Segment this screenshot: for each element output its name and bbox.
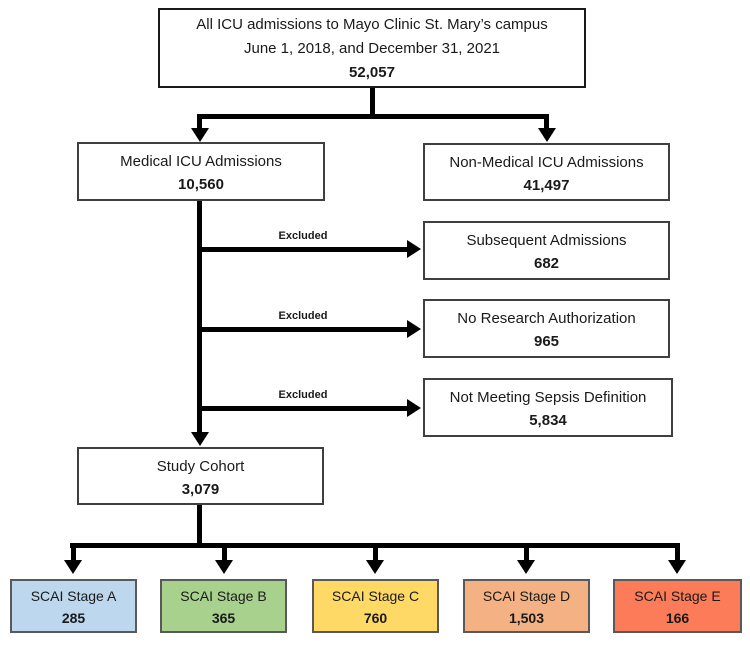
node-scai-stage-e: SCAI Stage E 166 bbox=[613, 579, 742, 633]
node-study-cohort: Study Cohort 3,079 bbox=[77, 447, 324, 505]
node-no-research-authorization: No Research Authorization 965 bbox=[423, 299, 670, 358]
connector-row2-left-stub bbox=[197, 114, 202, 128]
arrowhead-exclusion-3 bbox=[407, 399, 421, 417]
node-label: SCAI Stage A bbox=[30, 588, 117, 604]
arrowhead-to-stage-d bbox=[517, 560, 535, 574]
node-value: 285 bbox=[61, 610, 86, 626]
connector-trunk bbox=[197, 201, 202, 432]
connector-cohort-stem bbox=[197, 505, 202, 545]
arrowhead-to-cohort bbox=[191, 432, 209, 446]
node-label: All ICU admissions to Mayo Clinic St. Ma… bbox=[196, 16, 548, 33]
node-value: 1,503 bbox=[508, 610, 545, 626]
node-scai-stage-c: SCAI Stage C 760 bbox=[312, 579, 439, 633]
node-label: Study Cohort bbox=[156, 458, 245, 475]
arrowhead-to-stage-a bbox=[64, 560, 82, 574]
node-value: 760 bbox=[363, 610, 388, 626]
arrowhead-to-stage-e bbox=[668, 560, 686, 574]
node-label: SCAI Stage B bbox=[180, 588, 267, 604]
connector-row2-right-stub bbox=[544, 114, 549, 128]
arrowhead-to-medical bbox=[191, 128, 209, 142]
node-scai-stage-d: SCAI Stage D 1,503 bbox=[463, 579, 590, 633]
connector-stage-stub-4 bbox=[524, 543, 529, 560]
node-value: 166 bbox=[665, 610, 690, 626]
node-non-medical-icu: Non-Medical ICU Admissions 41,497 bbox=[423, 143, 670, 201]
node-value: 682 bbox=[533, 255, 560, 272]
node-scai-stage-a: SCAI Stage A 285 bbox=[10, 579, 137, 633]
node-label: Subsequent Admissions bbox=[466, 232, 627, 249]
connector-stage-stub-1 bbox=[71, 543, 76, 560]
node-subsequent-admissions: Subsequent Admissions 682 bbox=[423, 221, 670, 280]
arrowhead-exclusion-1 bbox=[407, 240, 421, 258]
edge-label-excluded-3: Excluded bbox=[278, 389, 328, 401]
edge-label-excluded-1: Excluded bbox=[278, 230, 328, 242]
node-label: No Research Authorization bbox=[457, 310, 636, 327]
node-value: 41,497 bbox=[523, 177, 570, 194]
arrowhead-to-stage-b bbox=[215, 560, 233, 574]
connector-stage-stub-5 bbox=[675, 543, 680, 560]
node-label-dates: June 1, 2018, and December 31, 2021 bbox=[243, 40, 501, 57]
node-value: 52,057 bbox=[349, 64, 395, 81]
node-value: 365 bbox=[211, 610, 236, 626]
node-medical-icu: Medical ICU Admissions 10,560 bbox=[77, 142, 325, 201]
connector-exclusion-2 bbox=[197, 327, 407, 332]
edge-label-excluded-2: Excluded bbox=[278, 310, 328, 322]
node-not-meeting-sepsis: Not Meeting Sepsis Definition 5,834 bbox=[423, 378, 673, 437]
node-value: 10,560 bbox=[178, 176, 224, 193]
connector-exclusion-3 bbox=[197, 406, 407, 411]
node-label: Non-Medical ICU Admissions bbox=[449, 154, 644, 171]
arrowhead-exclusion-2 bbox=[407, 320, 421, 338]
arrowhead-to-stage-c bbox=[366, 560, 384, 574]
node-value: 3,079 bbox=[181, 481, 220, 498]
node-label: SCAI Stage E bbox=[634, 588, 721, 604]
node-value: 965 bbox=[533, 333, 560, 350]
node-value: 5,834 bbox=[529, 412, 567, 429]
arrowhead-to-non-medical bbox=[538, 128, 556, 142]
connector-stage-stub-2 bbox=[222, 543, 227, 560]
node-scai-stage-b: SCAI Stage B 365 bbox=[160, 579, 287, 633]
node-label: SCAI Stage D bbox=[482, 588, 571, 604]
connector-row2-bar bbox=[197, 114, 549, 119]
node-label: Not Meeting Sepsis Definition bbox=[449, 389, 647, 406]
node-label: SCAI Stage C bbox=[331, 588, 420, 604]
connector-exclusion-1 bbox=[197, 247, 407, 252]
connector-top-stem bbox=[370, 88, 375, 117]
connector-stage-stub-3 bbox=[373, 543, 378, 560]
node-label: Medical ICU Admissions bbox=[120, 153, 282, 170]
node-all-icu-admissions: All ICU admissions to Mayo Clinic St. Ma… bbox=[158, 8, 586, 88]
